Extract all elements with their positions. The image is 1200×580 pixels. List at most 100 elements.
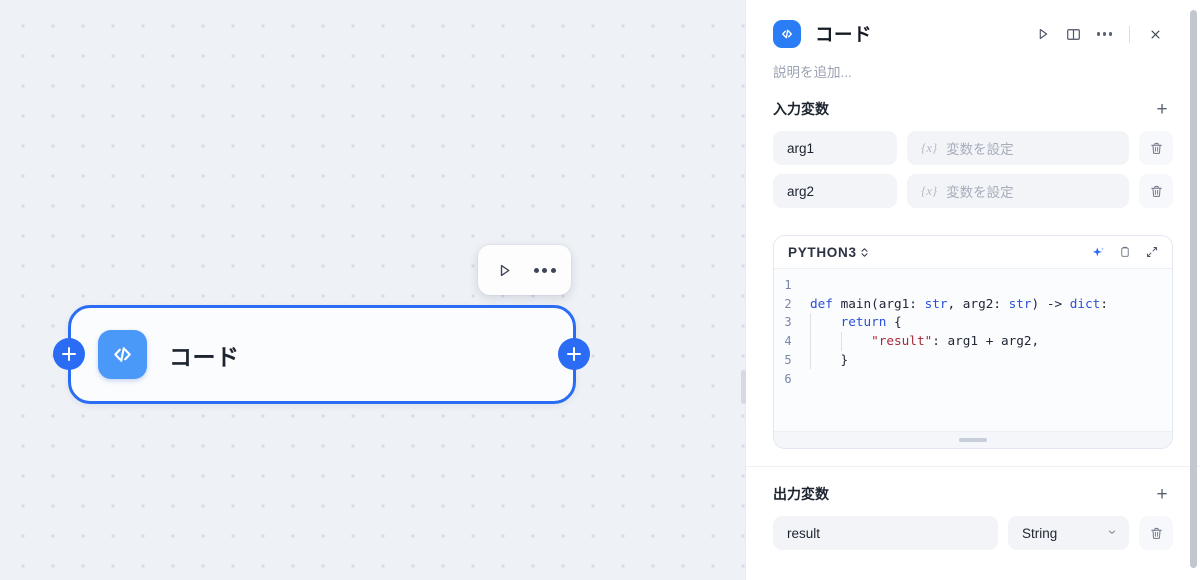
close-icon — [1151, 29, 1160, 39]
code-token: str — [1008, 295, 1032, 311]
chevron-down-icon — [1106, 526, 1118, 541]
output-variable-type-value: String — [1022, 525, 1058, 541]
panel-header: コード — [746, 0, 1200, 52]
code-line: def main(arg1: str, arg2: str) -> dict: — [810, 295, 1172, 314]
code-editor-resize-handle[interactable] — [774, 431, 1172, 448]
code-token — [810, 333, 871, 348]
input-variables-title: 入力変数 — [773, 101, 829, 117]
code-line: return { — [810, 313, 1172, 332]
line-number: 6 — [784, 371, 792, 386]
generate-code-button[interactable] — [1089, 243, 1107, 261]
line-number: 5 — [784, 352, 792, 367]
line-number: 4 — [784, 334, 792, 349]
code-token: : — [1100, 295, 1108, 311]
panel-run-button[interactable] — [1028, 20, 1057, 49]
code-token: , arg2: — [947, 295, 1009, 311]
output-variables-header: 出力変数 + — [746, 479, 1200, 509]
resize-grip-icon — [959, 438, 987, 442]
node-description-input[interactable]: 説明を追加... — [773, 65, 852, 80]
trash-icon — [1150, 142, 1162, 154]
code-token: : arg1 + arg2, — [932, 333, 1040, 349]
panel-title: コード — [815, 24, 873, 45]
input-variable-value-placeholder: 変数を設定 — [946, 185, 1014, 200]
node-output-port[interactable] — [558, 338, 590, 370]
line-number-gutter: 1 2 3 4 5 6 — [774, 269, 802, 431]
sparkle-icon — [1092, 246, 1104, 256]
run-icon — [500, 264, 510, 276]
code-editor: PYTHON3 — [773, 235, 1173, 449]
node-detail-panel: コード — [741, 0, 1200, 580]
header-divider — [1129, 25, 1130, 43]
panel-header-actions — [1028, 20, 1170, 49]
input-variable-row: arg1 {x} 変数を設定 — [773, 131, 1173, 165]
expand-editor-button[interactable] — [1143, 243, 1161, 261]
panel-resize-handle[interactable] — [741, 370, 746, 404]
copy-code-button[interactable] — [1116, 243, 1134, 261]
code-editor-section: PYTHON3 — [746, 217, 1200, 449]
input-variable-row: arg2 {x} 変数を設定 — [773, 174, 1173, 208]
output-variables-title: 出力変数 — [773, 486, 829, 502]
code-node[interactable]: コード — [68, 305, 576, 404]
delete-input-variable-button[interactable] — [1139, 174, 1173, 208]
code-token: "result" — [871, 333, 933, 349]
language-selector[interactable]: PYTHON3 — [788, 245, 869, 260]
trash-icon — [1150, 185, 1162, 197]
node-run-button[interactable] — [488, 254, 520, 286]
panel-scrollbar[interactable] — [1190, 10, 1197, 568]
input-variables-header: 入力変数 + — [746, 94, 1200, 124]
line-number: 2 — [784, 296, 792, 311]
node-toolbar — [478, 245, 571, 295]
expand-icon — [1147, 247, 1157, 257]
code-line: } — [810, 350, 1172, 370]
input-variable-value-field[interactable]: {x} 変数を設定 — [907, 174, 1129, 208]
code-token: return — [840, 314, 887, 330]
panel-docs-button[interactable] — [1059, 20, 1088, 49]
delete-output-variable-button[interactable] — [1139, 516, 1173, 550]
code-token: str — [924, 295, 948, 311]
code-node-title: コード — [169, 343, 240, 370]
input-variables-list: arg1 {x} 変数を設定 arg2 {x} — [746, 124, 1200, 217]
variable-brace-icon: {x} — [921, 140, 938, 155]
code-line — [810, 276, 1172, 295]
code-token: dict — [1069, 295, 1101, 311]
output-variables-list: result String — [746, 509, 1200, 559]
input-variable-name-field[interactable]: arg1 — [773, 131, 897, 165]
code-token: def — [810, 295, 841, 311]
code-token: ) -> — [1031, 295, 1070, 311]
updown-chevron-icon — [861, 247, 868, 257]
code-line — [810, 369, 1172, 388]
output-variable-name-field[interactable]: result — [773, 516, 998, 550]
line-number: 3 — [784, 315, 792, 330]
add-output-variable-button[interactable]: + — [1156, 483, 1168, 505]
code-token: main(arg1: — [840, 295, 925, 311]
node-input-port[interactable] — [53, 338, 85, 370]
input-variable-name-field[interactable]: arg2 — [773, 174, 897, 208]
run-icon — [1039, 28, 1047, 40]
output-variable-row: result String — [773, 516, 1173, 550]
node-more-button[interactable] — [529, 254, 561, 286]
code-editor-toolbar: PYTHON3 — [774, 236, 1172, 268]
panel-close-button[interactable] — [1141, 20, 1170, 49]
code-token: } — [810, 351, 849, 367]
workflow-canvas[interactable]: コード — [0, 0, 755, 580]
book-icon — [1067, 28, 1080, 40]
code-token: { — [886, 314, 902, 330]
variable-brace-icon: {x} — [921, 183, 938, 198]
panel-more-button[interactable] — [1090, 20, 1119, 49]
line-number: 1 — [784, 278, 792, 292]
input-variable-value-placeholder: 変数を設定 — [946, 142, 1014, 157]
code-text-area[interactable]: def main(arg1: str, arg2: str) -> dict: … — [802, 269, 1172, 431]
code-brackets-icon — [773, 20, 801, 48]
code-line: "result": arg1 + arg2, — [810, 332, 1172, 351]
code-brackets-icon — [98, 330, 147, 379]
output-variable-type-select[interactable]: String — [1008, 516, 1129, 550]
section-divider — [746, 466, 1200, 467]
input-variable-value-field[interactable]: {x} 変数を設定 — [907, 131, 1129, 165]
language-label: PYTHON3 — [788, 244, 857, 260]
code-token — [810, 314, 841, 329]
add-input-variable-button[interactable]: + — [1156, 98, 1168, 120]
code-editor-tools — [1089, 243, 1161, 261]
delete-input-variable-button[interactable] — [1139, 131, 1173, 165]
